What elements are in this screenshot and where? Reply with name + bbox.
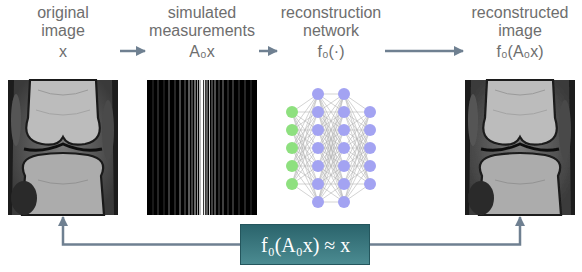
mri-image [465,80,575,215]
network-unit [338,88,350,100]
network-unit [338,160,350,172]
math-label: A₀x [147,43,257,61]
network-link [344,148,370,202]
network-unit [286,124,298,136]
network-unit [364,160,376,172]
math-label: f₀(A₀x) [470,43,570,61]
network-unit [312,142,324,154]
equation-box: f₀(A₀x) ≈ x [240,224,370,265]
measurement-panel: simulated measurementsA₀x [147,4,257,216]
network-unit [312,88,324,100]
network-unit [286,160,298,172]
kspace-ground [147,80,257,215]
kspace-lines [153,80,251,215]
kspace-image [147,80,257,215]
image-panel: reconstructed image f₀(A₀x) [465,4,575,216]
network-unit [286,142,298,154]
network-unit [364,124,376,136]
network-unit [338,196,350,208]
image-panel: original image x [8,4,118,216]
flow-arrow [63,217,240,245]
flow-arrow [385,50,463,53]
network-unit [312,178,324,190]
node-heading: reconstructed image [470,4,570,40]
network-unit [364,106,376,118]
network-unit [338,142,350,154]
network-unit [338,178,350,190]
network-link [292,130,318,184]
math-label: f₀(·) [279,43,383,61]
network-unit [312,196,324,208]
network-link [318,148,344,202]
node-heading: f₀(A₀x) ≈ x [261,234,349,257]
network-unit [286,178,298,190]
network-unit [312,124,324,136]
network-link [292,148,318,202]
flow-arrow [370,217,520,245]
network-unit [364,142,376,154]
node-heading: reconstruction network [279,4,383,40]
math-label: x [21,43,105,61]
network-unit [364,178,376,190]
flow-arrow [120,50,145,53]
network-unit [312,106,324,118]
flow-arrow [259,50,277,53]
network-unit [312,160,324,172]
network-unit [338,124,350,136]
node-heading: simulated measurements [147,4,257,40]
mri-image [8,80,118,215]
network-unit [286,106,298,118]
node-heading: original image [21,4,105,40]
network-graphic [286,88,376,208]
network-panel: reconstruction network f₀(·) [279,4,383,216]
network-unit [338,106,350,118]
